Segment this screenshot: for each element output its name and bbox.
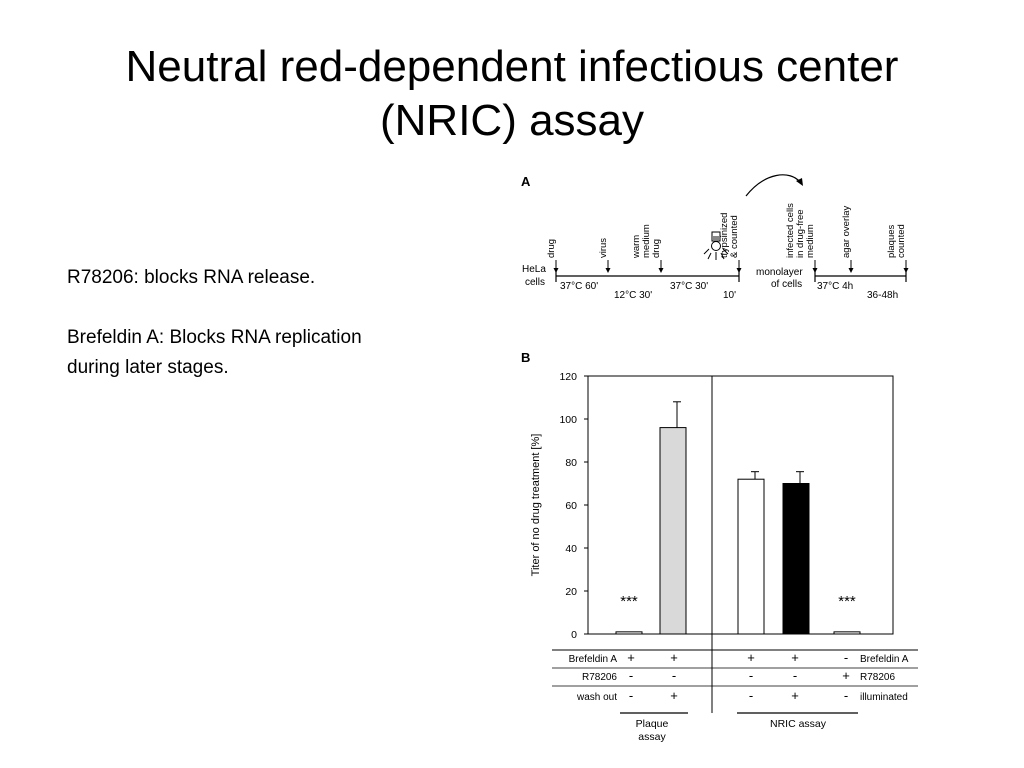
- cell-1-3: -: [793, 668, 797, 683]
- group-label-0-0: Plaque: [636, 718, 669, 730]
- y-tick-label: 100: [559, 414, 577, 426]
- step-5: agar overlay: [841, 205, 854, 273]
- interval-37c-60: 37°C 60': [560, 281, 598, 292]
- step-label-4-2: medium: [805, 224, 816, 258]
- hela-label-2: cells: [525, 277, 545, 288]
- step-arrowhead-1: [605, 268, 611, 273]
- step-label-0-0: drug: [546, 239, 557, 258]
- row-label-right-1: R78206: [860, 672, 895, 683]
- interval-37c-4h: 37°C 4h: [817, 281, 853, 292]
- step-label-6-0: plaques: [886, 224, 897, 258]
- group-label-0-1: assay: [638, 731, 666, 743]
- cell-2-1: +: [670, 688, 678, 703]
- y-tick-label: 80: [565, 457, 577, 469]
- bar-chart: Titer of no drug treatment [%] 0 20 40 60 80…: [530, 371, 918, 743]
- transfer-arrow-head: [796, 178, 803, 186]
- row-label-left-2: wash out: [576, 692, 617, 703]
- row-label-left-0: Brefeldin A: [569, 654, 618, 665]
- step-label-3-0: trypsinized: [719, 213, 730, 258]
- bar-1: [659, 427, 687, 635]
- step-label-2-2: drug: [651, 239, 662, 258]
- step-arrowhead-5: [848, 268, 854, 273]
- step-arrowhead-4: [812, 268, 818, 273]
- row-label-right-2: illuminated: [860, 692, 908, 703]
- monolayer-label-2: of cells: [771, 279, 802, 290]
- step-label-3-1: & counted: [729, 215, 740, 258]
- y-tick-label: 0: [571, 629, 577, 641]
- step-label-2-0: warm: [631, 235, 642, 259]
- interval-36-48h: 36-48h: [867, 290, 898, 301]
- step-arrowhead-3: [736, 268, 742, 273]
- cell-0-2: +: [747, 650, 755, 665]
- group-label-1-0: NRIC assay: [770, 718, 827, 730]
- step-label-6-1: counted: [896, 224, 907, 258]
- interval-37c-30: 37°C 30': [670, 281, 708, 292]
- step-0: drug: [546, 239, 559, 273]
- cell-0-3: +: [791, 650, 799, 665]
- y-tick-label: 120: [559, 371, 577, 383]
- panel-a-label: A: [521, 174, 531, 189]
- hela-label-1: HeLa: [522, 264, 546, 275]
- monolayer-label-1: monolayer: [756, 267, 803, 278]
- lamp-icon: [703, 231, 729, 260]
- cell-1-0: -: [629, 668, 633, 683]
- cell-1-1: -: [672, 668, 676, 683]
- step-label-4-0: infected cells: [785, 203, 796, 258]
- cell-0-4: -: [844, 650, 848, 665]
- cell-1-4: +: [842, 668, 850, 683]
- y-tick-label: 60: [565, 500, 577, 512]
- treatment-table: Brefeldin A Brefeldin A + + + + - R78206 R78206 -…: [552, 649, 918, 743]
- significance-4: ***: [838, 593, 856, 610]
- row-label-right-0: Brefeldin A: [860, 654, 909, 665]
- interval-12c-30: 12°C 30': [614, 290, 652, 301]
- step-arrowhead-0: [553, 268, 559, 273]
- bullet-brefeldin: Brefeldin A: Blocks RNA replication: [67, 327, 362, 348]
- y-ticks: 0 20 40 60 80 100 120: [559, 371, 588, 641]
- step-arrowhead-2: [658, 268, 664, 273]
- bullet-r78206: R78206: blocks RNA release.: [67, 267, 316, 288]
- step-label-2-1: medium: [641, 224, 652, 258]
- bar-0: [615, 631, 643, 635]
- y-tick-label: 40: [565, 543, 577, 555]
- interval-10: 10': [723, 290, 736, 301]
- cell-2-2: -: [749, 688, 753, 703]
- cell-1-2: -: [749, 668, 753, 683]
- significance-0: ***: [620, 593, 638, 610]
- bullet-brefeldin-cont: during later stages.: [67, 357, 229, 378]
- step-label-4-1: in drug-free: [795, 209, 806, 258]
- step-1: virus: [598, 238, 611, 273]
- cell-0-1: +: [670, 650, 678, 665]
- transfer-arrow: [745, 174, 801, 197]
- slide-title-line2: (NRIC) assay: [379, 96, 645, 145]
- bar-2: [737, 478, 765, 635]
- step-label-1-0: virus: [598, 238, 609, 258]
- cell-2-4: -: [844, 688, 848, 703]
- row-label-left-1: R78206: [582, 672, 617, 683]
- bar-3: [782, 483, 810, 635]
- y-axis-label: Titer of no drug treatment [%]: [530, 434, 542, 577]
- cell-2-0: -: [629, 688, 633, 703]
- slide-title-line1: Neutral red-dependent infectious center: [125, 42, 899, 91]
- step-label-5-0: agar overlay: [841, 205, 852, 258]
- y-tick-label: 20: [565, 586, 577, 598]
- slide-title: Neutral red-dependent infectious center …: [0, 40, 1024, 148]
- panel-b-label: B: [521, 350, 530, 365]
- bar-4: [833, 631, 861, 635]
- step-arrowhead-6: [903, 268, 909, 273]
- cell-2-3: +: [791, 688, 799, 703]
- bars: *** ***: [615, 401, 861, 635]
- step-3: trypsinized& counted: [719, 213, 742, 273]
- cell-0-0: +: [627, 650, 635, 665]
